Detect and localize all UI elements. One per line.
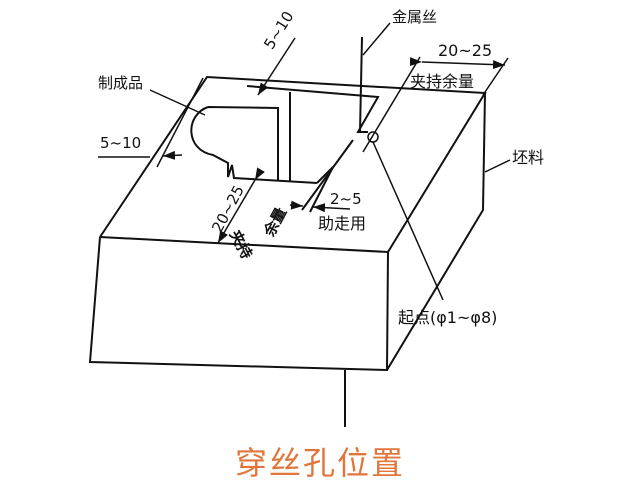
block-right-face	[386, 92, 486, 371]
dim-left-label: 5~10	[100, 134, 142, 152]
dim-right-label: 20~25	[438, 41, 493, 60]
slot-edge	[301, 139, 354, 211]
blank-label: 坯料	[512, 148, 545, 167]
slot-outline	[246, 85, 380, 133]
product-label: 制成品	[98, 74, 144, 92]
block-front-face	[88, 236, 389, 372]
wire	[359, 36, 363, 133]
wire-label: 金属丝	[392, 8, 438, 26]
product-outline	[190, 106, 318, 184]
dim-runup-label: 2~5	[330, 190, 362, 208]
start-point-label: 起点(φ1~φ8)	[398, 308, 498, 327]
figure-title: 穿丝孔位置	[234, 444, 405, 480]
clamp-right-label: 夹持余量	[410, 72, 475, 91]
runup-label: 助走用	[318, 214, 367, 233]
